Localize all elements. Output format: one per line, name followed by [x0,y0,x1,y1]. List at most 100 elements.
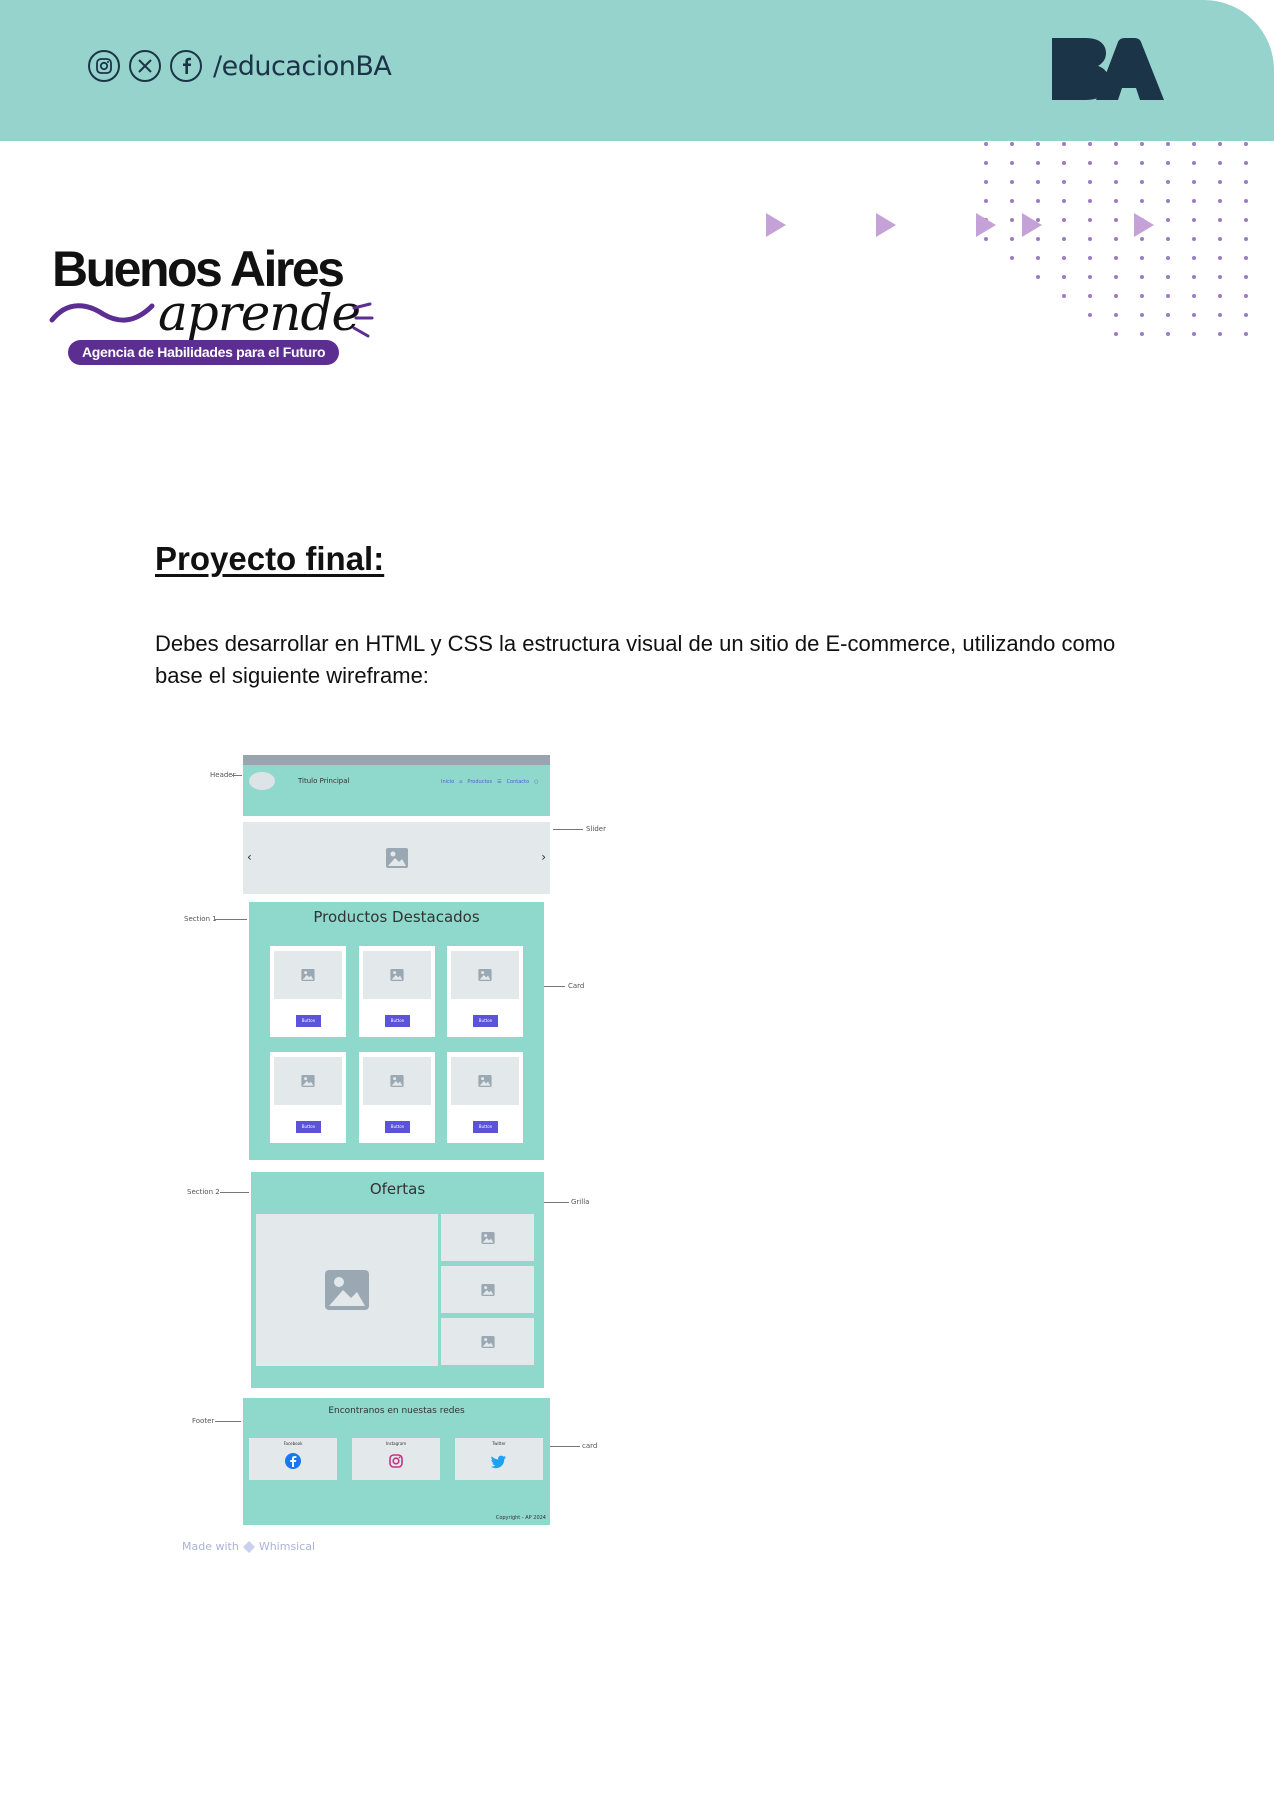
wireframe-nav-item: Inicio [441,779,455,785]
decorative-dot [1088,256,1092,260]
whimsical-logo-icon [242,1540,255,1553]
decorative-dot [1166,142,1170,146]
wireframe-offer-large [256,1214,438,1366]
decorative-dot [1244,294,1248,298]
decorative-dot [1088,161,1092,165]
x-icon[interactable] [129,50,161,82]
wireframe-nav-item: Productos [467,779,493,785]
header-band: /educacionBA [0,0,1274,141]
footer-card-label: Instagram [385,1441,407,1446]
footer-card-twitter: Twitter [455,1438,543,1480]
ecommerce-wireframe: Header Slider Section 1 Card Section 2 G… [180,750,620,1560]
decorative-dot [1010,218,1014,222]
decorative-dot [1062,161,1066,165]
annotation-line [553,829,583,830]
decorative-dot [1166,275,1170,279]
decorative-dot [1088,180,1092,184]
decorative-dot [1192,161,1196,165]
decorative-dot [1010,161,1014,165]
product-card: Button [270,1052,346,1143]
decorative-dot [1140,332,1144,336]
annotation-line [232,775,242,776]
social-handle[interactable]: /educacionBA [213,50,392,82]
decorative-dot [1114,256,1118,260]
image-placeholder-icon [363,1057,431,1105]
decorative-dot [1166,237,1170,241]
copyright-text: Copyright - AP 2024 [495,1515,546,1521]
decorative-dot [1062,275,1066,279]
decorative-dot [1114,275,1118,279]
annotation-footer: Footer [192,1417,215,1425]
decorative-dot [1088,294,1092,298]
decorative-dot [1218,256,1222,260]
decorative-dot [1062,237,1066,241]
annotation-card: Card [568,982,585,990]
decorative-dot [984,142,988,146]
product-card: Button [270,946,346,1037]
decorative-dot [1192,275,1196,279]
decorative-dot [1244,313,1248,317]
decorative-dot [1218,237,1222,241]
image-placeholder-icon [386,848,408,868]
decorative-dot [1010,180,1014,184]
decorative-dot [1192,199,1196,203]
made-with-brand: Whimsical [258,1540,316,1553]
footer-card-label: Twitter [492,1441,506,1446]
instagram-icon[interactable] [88,50,120,82]
decorative-dot [1166,313,1170,317]
decorative-dot [1192,142,1196,146]
decorative-dot [1088,218,1092,222]
facebook-icon[interactable] [170,50,202,82]
decorative-dot [1036,256,1040,260]
product-card-button: Button [385,1121,410,1133]
decorative-dot [1218,180,1222,184]
home-icon: ⌂ [459,779,463,785]
annotation-line [220,1192,249,1193]
decorative-dot [1088,237,1092,241]
social-links: /educacionBA [88,50,392,82]
product-card-button: Button [473,1015,498,1027]
decorative-dot [1010,256,1014,260]
decorative-dot [1088,313,1092,317]
decorative-dot [1010,199,1014,203]
decorative-dot-pattern [984,142,1248,336]
decorative-dot [1244,199,1248,203]
decorative-dot [1140,199,1144,203]
decorative-dot [1192,313,1196,317]
decorative-dot [1114,161,1118,165]
decorative-dot [1166,161,1170,165]
decorative-dot [1036,237,1040,241]
annotation-section1: Section 1 [184,915,217,923]
ba-logo [1052,38,1164,100]
decorative-dot [1166,218,1170,222]
brand-swoosh-icon [49,303,155,323]
annotation-section2: Section 2 [187,1188,220,1196]
decorative-dot [1114,199,1118,203]
list-icon: ☰ [497,779,502,785]
product-card-button: Button [296,1121,321,1133]
instructions-paragraph: Debes desarrollar en HTML y CSS la estru… [155,631,1116,688]
made-with-text: Made with [182,1540,239,1553]
decorative-dot [1244,256,1248,260]
decorative-dot [1218,218,1222,222]
decorative-dot [984,180,988,184]
made-with-whimsical: Made with Whimsical [182,1540,315,1553]
annotation-card2: card [582,1442,598,1450]
decorative-dot [1062,142,1066,146]
footer-card-label: Facebook [283,1441,303,1446]
decorative-dot [1140,180,1144,184]
wireframe-footer: Encontranos en nuestas redes Facebook In… [243,1398,550,1525]
wireframe-nav-item: Contacto [506,779,530,785]
decorative-dot [1166,294,1170,298]
decorative-dot [1244,161,1248,165]
decorative-dot [1114,313,1118,317]
decorative-dot [1088,142,1092,146]
product-card: Button [359,946,435,1037]
decorative-dot [1140,142,1144,146]
contact-icon: ○ [534,779,539,785]
footer-title: Encontranos en nuestas redes [328,1406,465,1416]
wireframe-logo [249,772,275,790]
decorative-dot [1244,275,1248,279]
wireframe-offer-small [441,1214,534,1261]
image-placeholder-icon [274,1057,342,1105]
